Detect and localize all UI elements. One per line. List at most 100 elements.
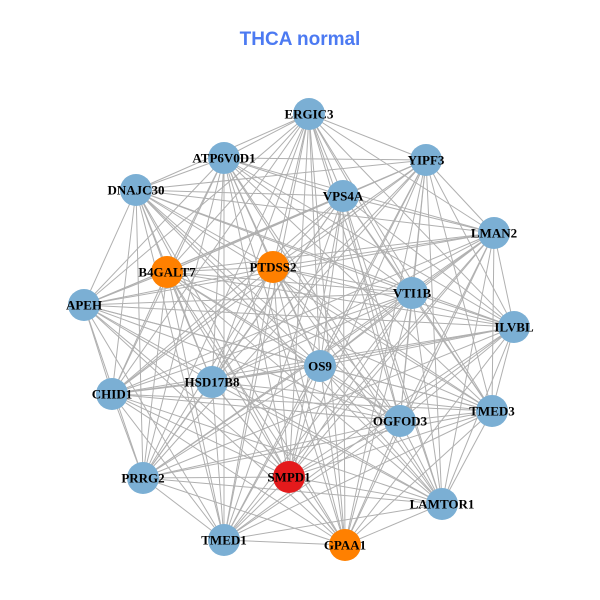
edge-B4GALT7-PTDSS2 [166, 266, 274, 273]
node-APEH: APEH [66, 289, 102, 321]
edge-DNAJC30-LMAN2 [135, 189, 495, 234]
node-label: GPAA1 [324, 538, 366, 553]
edge-VPS4A-GPAA1 [342, 195, 346, 546]
edge-LAMTOR1-GPAA1 [344, 503, 443, 546]
node-TMED3: TMED3 [469, 395, 515, 427]
edge-ATP6V0D1-LAMTOR1 [223, 157, 443, 505]
node-label: B4GALT7 [138, 265, 196, 280]
edge-PTDSS2-ILVBL [272, 266, 515, 328]
edge-LMAN2-PTDSS2 [272, 232, 495, 268]
edge-VPS4A-SMPD1 [288, 195, 344, 478]
node-circle [68, 289, 100, 321]
edge-APEH-TMED1 [83, 304, 225, 541]
edge-OGFOD3-TMED1 [223, 420, 401, 541]
node-B4GALT7: B4GALT7 [138, 256, 196, 288]
edge-ATP6V0D1-LMAN2 [223, 157, 495, 234]
node-label: VPS4A [323, 189, 364, 204]
node-label: APEH [66, 298, 102, 313]
node-label: CHID1 [92, 387, 132, 402]
node-GPAA1: GPAA1 [324, 529, 366, 561]
node-circle [208, 524, 240, 556]
edge-ILVBL-HSD17B8 [211, 326, 515, 383]
edge-VPS4A-ILVBL [342, 195, 515, 328]
node-label: DNAJC30 [107, 183, 164, 198]
edge-ATP6V0D1-OGFOD3 [223, 157, 401, 422]
edge-B4GALT7-OGFOD3 [166, 271, 401, 422]
edge-DNAJC30-CHID1 [111, 189, 137, 395]
edge-YIPF3-DNAJC30 [135, 159, 427, 191]
edge-ILVBL-TMED1 [223, 326, 515, 541]
edge-LMAN2-SMPD1 [288, 232, 495, 478]
edge-LMAN2-CHID1 [111, 232, 495, 395]
edge-PTDSS2-HSD17B8 [211, 266, 274, 383]
node-VPS4A: VPS4A [323, 180, 364, 212]
node-label: ATP6V0D1 [192, 151, 255, 166]
edge-CHID1-TMED3 [111, 393, 493, 412]
chart-title: THCA normal [239, 29, 361, 50]
node-label: TMED1 [201, 533, 247, 548]
edge-B4GALT7-TMED3 [166, 271, 493, 412]
node-circle [327, 180, 359, 212]
edge-LMAN2-HSD17B8 [211, 232, 495, 383]
node-circle [96, 378, 128, 410]
node-circle [151, 256, 183, 288]
node-label: LAMTOR1 [410, 497, 475, 512]
node-label: YIPF3 [408, 153, 445, 168]
edge-VPS4A-APEH [83, 195, 344, 306]
edge-ERGIC3-OGFOD3 [308, 113, 401, 422]
edge-TMED1-GPAA1 [223, 539, 346, 546]
edge-ATP6V0D1-TMED3 [223, 157, 493, 412]
edge-PTDSS2-OGFOD3 [272, 266, 401, 422]
edge-SMPD1-LAMTOR1 [288, 476, 443, 505]
edge-ATP6V0D1-VTI1B [223, 157, 413, 294]
edge-APEH-VTI1B [83, 292, 413, 306]
edge-ERGIC3-ILVBL [308, 113, 515, 328]
edge-VPS4A-LAMTOR1 [342, 195, 443, 505]
edge-ERGIC3-GPAA1 [308, 113, 346, 546]
node-circle [304, 350, 336, 382]
node-ATP6V0D1: ATP6V0D1 [192, 142, 256, 174]
edge-TMED3-PRRG2 [142, 410, 493, 479]
edge-DNAJC30-OS9 [135, 189, 321, 367]
edge-LMAN2-B4GALT7 [166, 232, 495, 273]
node-SMPD1: SMPD1 [267, 461, 311, 493]
edge-ERGIC3-YIPF3 [308, 113, 427, 161]
edge-APEH-OGFOD3 [83, 304, 401, 422]
edge-HSD17B8-TMED3 [211, 381, 493, 412]
node-label: PRRG2 [121, 471, 164, 486]
edge-VTI1B-TMED1 [223, 292, 413, 541]
edge-ILVBL-PRRG2 [142, 326, 515, 479]
edge-B4GALT7-GPAA1 [166, 271, 346, 546]
node-LMAN2: LMAN2 [471, 217, 517, 249]
edge-ERGIC3-LMAN2 [308, 113, 495, 234]
edge-ERGIC3-VTI1B [308, 113, 413, 294]
edge-YIPF3-HSD17B8 [211, 159, 427, 383]
edge-B4GALT7-TMED1 [166, 271, 225, 541]
node-circle [476, 395, 508, 427]
edge-DNAJC30-VPS4A [135, 189, 344, 197]
node-PTDSS2: PTDSS2 [250, 251, 296, 283]
edge-ATP6V0D1-APEH [83, 157, 225, 306]
edge-DNAJC30-PTDSS2 [135, 189, 274, 268]
edge-B4GALT7-ILVBL [166, 271, 515, 328]
edge-CHID1-OGFOD3 [111, 393, 401, 422]
node-circle [329, 529, 361, 561]
edge-ERGIC3-CHID1 [111, 113, 310, 395]
node-circle [273, 461, 305, 493]
node-circle [396, 277, 428, 309]
edge-OS9-PRRG2 [142, 365, 321, 479]
edge-DNAJC30-APEH [83, 189, 137, 306]
edge-PTDSS2-OS9 [272, 266, 321, 367]
node-label: TMED3 [469, 404, 515, 419]
edge-OS9-OGFOD3 [319, 365, 401, 422]
edge-OGFOD3-SMPD1 [288, 420, 401, 478]
edge-YIPF3-TMED1 [223, 159, 427, 541]
edge-CHID1-TMED1 [111, 393, 225, 541]
node-circle [127, 462, 159, 494]
edge-ATP6V0D1-GPAA1 [223, 157, 346, 546]
edge-TMED3-LAMTOR1 [441, 410, 493, 505]
edge-B4GALT7-PRRG2 [142, 271, 168, 479]
